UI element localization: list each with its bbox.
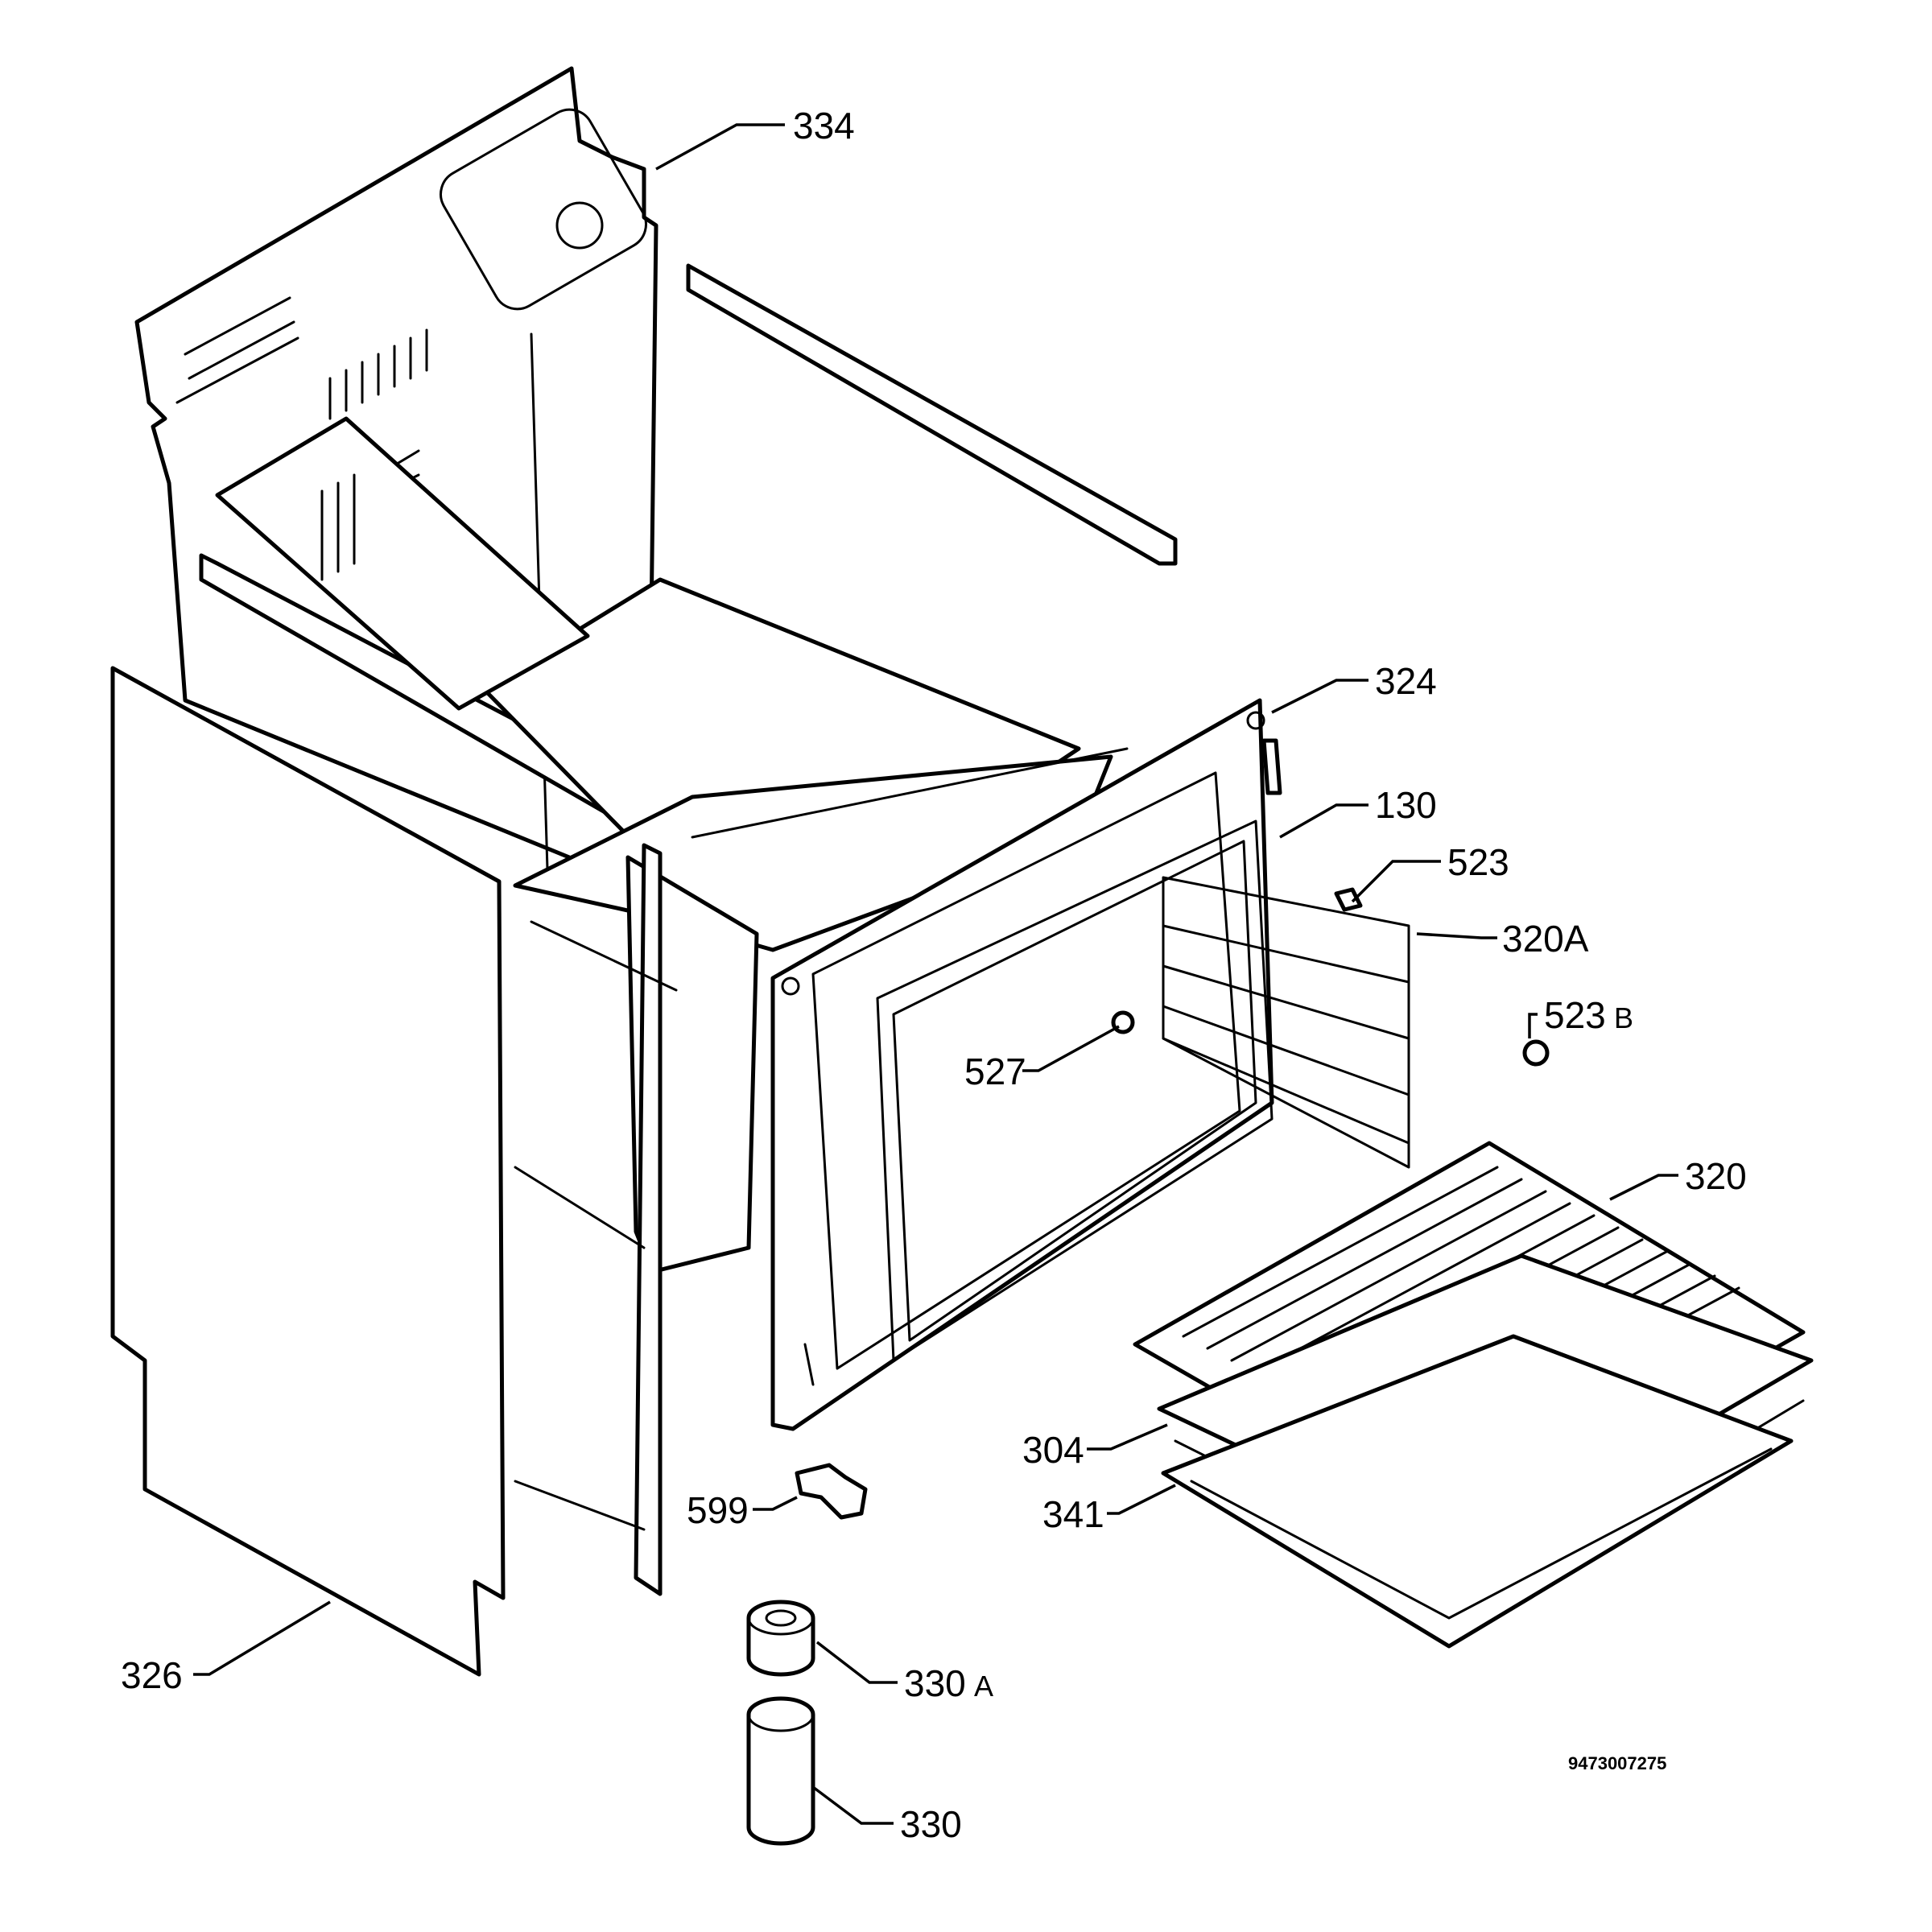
label-334: 334: [793, 105, 855, 147]
label-527: 527: [964, 1051, 1026, 1092]
label-304: 304: [1022, 1429, 1084, 1471]
label-330: 330: [900, 1803, 962, 1845]
drip-pan-341: [1161, 1334, 1794, 1649]
label-523: 523: [1447, 841, 1509, 883]
label-330A-suffix: A: [974, 1670, 993, 1703]
label-523B-suffix: B: [1614, 1001, 1633, 1034]
foot-330: [746, 1696, 815, 1846]
label-326: 326: [121, 1654, 183, 1696]
screw-523B: [1522, 1039, 1550, 1067]
label-330A: 330: [904, 1662, 966, 1704]
label-599: 599: [687, 1489, 749, 1531]
label-523B: 523: [1544, 994, 1606, 1036]
door-seal-130: [876, 819, 1274, 1362]
oven-cavity-body: [336, 449, 1129, 1596]
document-code: 9473007275: [1568, 1753, 1666, 1773]
screw-523: [1334, 887, 1363, 912]
label-324: 324: [1375, 660, 1437, 702]
front-frame-324: [770, 698, 1282, 1431]
side-panel-326: [110, 666, 506, 1677]
label-320A: 320A: [1502, 918, 1589, 960]
foot-330A: [746, 1600, 815, 1677]
elbow-fitting-599: [795, 1463, 868, 1520]
leader-lines: [193, 123, 1678, 1825]
label-130: 130: [1375, 784, 1437, 826]
inner-liner: [215, 416, 590, 711]
shelf-support-320A: [1162, 876, 1410, 1169]
part-labels: 334 324 130 523 320A 523 B 527 320 304 3…: [121, 105, 1747, 1845]
label-320: 320: [1685, 1155, 1747, 1197]
label-341: 341: [1042, 1493, 1104, 1535]
